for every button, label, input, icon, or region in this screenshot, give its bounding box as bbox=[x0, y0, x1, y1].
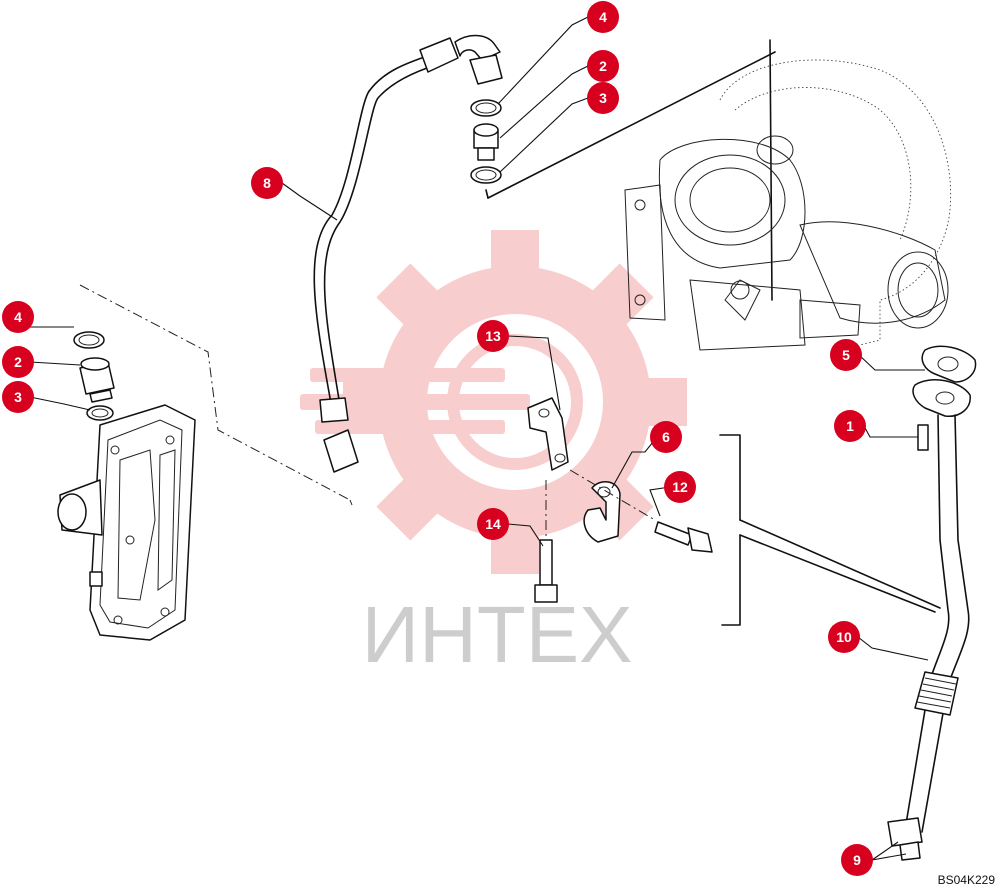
callout-3-left: 3 bbox=[2, 381, 34, 413]
watermark-gear-logo bbox=[300, 230, 687, 574]
leader-4-top bbox=[497, 16, 589, 105]
svg-text:4: 4 bbox=[14, 309, 22, 325]
leader-9b bbox=[871, 853, 907, 861]
callout-12: 12 bbox=[664, 471, 696, 503]
svg-text:9: 9 bbox=[853, 852, 861, 868]
callout-14: 14 bbox=[477, 508, 509, 540]
callout-9: 9 bbox=[841, 844, 873, 876]
assembly-line-return-c bbox=[719, 434, 741, 521]
leader-14 bbox=[507, 523, 544, 547]
leader-3-top bbox=[499, 97, 589, 173]
callout-4-top: 4 bbox=[587, 1, 619, 33]
svg-text:3: 3 bbox=[14, 389, 22, 405]
leader-6 bbox=[611, 436, 658, 489]
drawing-code: BS04K229 bbox=[938, 873, 996, 887]
svg-text:2: 2 bbox=[14, 354, 22, 370]
assembly-line-upper-stub bbox=[485, 189, 489, 199]
oil-feed-pipe bbox=[313, 34, 503, 473]
leader-3-left bbox=[29, 396, 91, 411]
watermark-text: ИНТЕХ bbox=[362, 590, 633, 679]
leader-5 bbox=[858, 354, 925, 371]
bolt-14 bbox=[534, 539, 558, 603]
leader-13 bbox=[507, 335, 561, 411]
svg-text:12: 12 bbox=[672, 479, 688, 495]
pipe-bellows bbox=[914, 671, 959, 716]
svg-text:8: 8 bbox=[263, 175, 271, 191]
leader-8 bbox=[281, 182, 338, 221]
callout-4-left: 4 bbox=[2, 301, 34, 333]
bolt-12 bbox=[654, 521, 713, 553]
svg-text:13: 13 bbox=[485, 328, 501, 344]
callout-8: 8 bbox=[251, 167, 283, 199]
assembly-line-upper bbox=[487, 51, 776, 199]
gasket-5 bbox=[921, 345, 977, 383]
assembly-line-return-a bbox=[739, 519, 941, 609]
transmission-cover bbox=[57, 404, 196, 641]
assembly-line-left-b bbox=[349, 499, 353, 506]
left-fittings bbox=[73, 331, 115, 421]
assembly-line-left-a bbox=[79, 284, 351, 501]
leader-9a bbox=[871, 841, 899, 861]
assembly-line-return-b bbox=[739, 534, 936, 613]
callout-13: 13 bbox=[477, 320, 509, 352]
leader-10 bbox=[857, 636, 929, 661]
leader-2-top bbox=[499, 65, 589, 139]
svg-text:1: 1 bbox=[846, 418, 854, 434]
callout-2-left: 2 bbox=[2, 346, 34, 378]
leader-1 bbox=[863, 425, 918, 438]
svg-text:6: 6 bbox=[662, 429, 670, 445]
bracket-13 bbox=[527, 397, 569, 471]
svg-text:10: 10 bbox=[836, 629, 852, 645]
callout-1: 1 bbox=[834, 410, 866, 442]
svg-text:5: 5 bbox=[842, 347, 850, 363]
callout-2-top: 2 bbox=[587, 50, 619, 82]
leader-2-left bbox=[29, 361, 81, 366]
svg-text:3: 3 bbox=[599, 90, 607, 106]
svg-text:2: 2 bbox=[599, 58, 607, 74]
oil-return-pipe bbox=[887, 379, 971, 861]
callout-10: 10 bbox=[828, 621, 860, 653]
bolt-1 bbox=[917, 424, 929, 451]
svg-text:4: 4 bbox=[599, 9, 607, 25]
upper-fittings bbox=[470, 99, 502, 184]
pipe-clamp-6 bbox=[583, 481, 621, 543]
svg-text:14: 14 bbox=[485, 516, 501, 532]
turbocharger bbox=[624, 39, 952, 351]
assembly-line-return-d bbox=[721, 534, 741, 626]
callout-3-top: 3 bbox=[587, 82, 619, 114]
callout-6: 6 bbox=[650, 421, 682, 453]
assembly-line-bolt bbox=[569, 469, 656, 521]
callout-5: 5 bbox=[830, 339, 862, 371]
leader-12 bbox=[649, 486, 671, 517]
